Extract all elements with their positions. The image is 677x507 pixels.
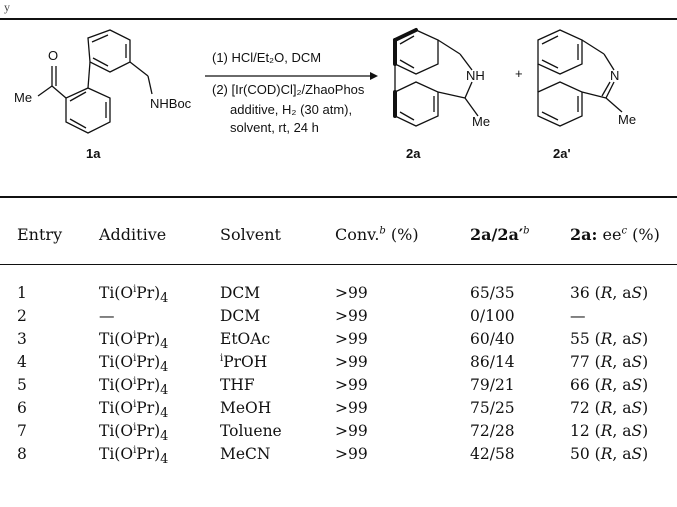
cell-entry: 4 (17, 353, 27, 371)
cell-conversion: >99 (335, 376, 368, 394)
cell-conversion: >99 (335, 445, 368, 463)
cell-conversion: >99 (335, 330, 368, 348)
2aprime-ring-upper (537, 29, 583, 75)
condition-line-1: (1) HCl/Et₂O, DCM (212, 50, 321, 65)
cell-solvent: THF (220, 376, 255, 394)
cell-conversion: >99 (335, 422, 368, 440)
condition-line-3: additive, H₂ (30 atm), (230, 102, 352, 117)
cell-entry: 1 (17, 284, 27, 302)
header-ee: 2a: eec (%) (570, 225, 660, 244)
cell-conversion: >99 (335, 353, 368, 371)
label-methyl-2aprime: Me (618, 112, 636, 127)
cell-additive: Ti(OiPr)4 (99, 283, 169, 307)
table-row: 3 Ti(OiPr)4 EtOAc >99 60/40 55 (R, aS) (0, 330, 677, 352)
cell-additive: — (99, 307, 115, 325)
cell-solvent: MeOH (220, 399, 272, 417)
cell-additive: Ti(OiPr)4 (99, 352, 169, 376)
cell-ratio: 75/25 (470, 399, 515, 417)
label-plus: + (515, 66, 523, 81)
cell-entry: 3 (17, 330, 27, 348)
cell-ee: 12 (R, aS) (570, 422, 649, 440)
label-methyl-1a: Me (14, 90, 32, 105)
table-row: 4 Ti(OiPr)4 iPrOH >99 86/14 77 (R, aS) (0, 353, 677, 375)
label-nhboc: NHBoc (150, 96, 192, 111)
cell-conversion: >99 (335, 284, 368, 302)
1a-ring-upper (87, 29, 131, 73)
header-solvent: Solvent (220, 225, 281, 244)
cell-additive: Ti(OiPr)4 (99, 421, 169, 445)
cell-additive: Ti(OiPr)4 (99, 444, 169, 468)
cell-solvent: Toluene (220, 422, 282, 440)
cell-ee: 66 (R, aS) (570, 376, 649, 394)
header-additive: Additive (99, 225, 167, 244)
cell-conversion: >99 (335, 307, 368, 325)
header-conversion: Conv.b (%) (335, 225, 419, 244)
header-ratio: 2a/2a′b (470, 225, 530, 244)
cell-solvent: DCM (220, 284, 261, 302)
cell-entry: 8 (17, 445, 27, 463)
cell-ratio: 0/100 (470, 307, 515, 325)
condition-line-4: solvent, rt, 24 h (230, 120, 319, 135)
2aprime-ring-lower (537, 81, 583, 127)
cell-additive: Ti(OiPr)4 (99, 398, 169, 422)
cell-solvent: DCM (220, 307, 261, 325)
cell-solvent: EtOAc (220, 330, 271, 348)
label-compound-1a: 1a (86, 146, 101, 161)
label-nh-2a: NH (466, 68, 485, 83)
cell-solvent: MeCN (220, 445, 271, 463)
cell-ratio: 79/21 (470, 376, 515, 394)
table-top-rule (0, 196, 677, 198)
reaction-scheme-svg: O Me NHBoc NH Me + N Me (1) HCl/Et₂O, DC… (14, 28, 636, 161)
cell-ee: — (570, 307, 586, 325)
cell-entry: 7 (17, 422, 27, 440)
label-compound-2a: 2a (406, 146, 421, 161)
cell-ee: 72 (R, aS) (570, 399, 649, 417)
cell-ratio: 60/40 (470, 330, 515, 348)
label-compound-2a-prime: 2a' (553, 146, 571, 161)
table-header-row: Entry Additive Solvent Conv.b (%) 2a/2a′… (0, 225, 677, 255)
table-row: 6 Ti(OiPr)4 MeOH >99 75/25 72 (R, aS) (0, 399, 677, 421)
label-n-2aprime: N (610, 68, 619, 83)
cell-entry: 6 (17, 399, 27, 417)
table-row: 5 Ti(OiPr)4 THF >99 79/21 66 (R, aS) (0, 376, 677, 398)
header-entry: Entry (17, 225, 63, 244)
cell-entry: 5 (17, 376, 27, 394)
cell-ratio: 72/28 (470, 422, 515, 440)
cell-conversion: >99 (335, 399, 368, 417)
cell-ee: 36 (R, aS) (570, 284, 649, 302)
cell-ratio: 42/58 (470, 445, 515, 463)
cell-ee: 50 (R, aS) (570, 445, 649, 463)
cell-ee: 55 (R, aS) (570, 330, 649, 348)
table-row: 8 Ti(OiPr)4 MeCN >99 42/58 50 (R, aS) (0, 445, 677, 467)
2a-ring-lower (394, 81, 439, 127)
top-text-fragment: y (4, 0, 10, 14)
cell-entry: 2 (17, 307, 27, 325)
table-row: 7 Ti(OiPr)4 Toluene >99 72/28 12 (R, aS) (0, 422, 677, 444)
cell-solvent: iPrOH (220, 352, 268, 371)
table-row: 1 Ti(OiPr)4 DCM >99 65/35 36 (R, aS) (0, 284, 677, 306)
reaction-scheme: O Me NHBoc NH Me + N Me (1) HCl/Et₂O, DC… (0, 20, 677, 180)
top-rule (0, 18, 677, 20)
label-methyl-2a: Me (472, 114, 490, 129)
1a-ring-lower (65, 87, 111, 134)
cell-additive: Ti(OiPr)4 (99, 375, 169, 399)
table-row: 2 — DCM >99 0/100 — (0, 307, 677, 329)
table-header-rule (0, 264, 677, 265)
cell-ratio: 86/14 (470, 353, 515, 371)
cell-ratio: 65/35 (470, 284, 515, 302)
condition-line-2: (2) [Ir(COD)Cl]₂/ZhaoPhos (212, 82, 365, 97)
cell-additive: Ti(OiPr)4 (99, 329, 169, 353)
cell-ee: 77 (R, aS) (570, 353, 649, 371)
label-oxygen: O (48, 48, 58, 63)
